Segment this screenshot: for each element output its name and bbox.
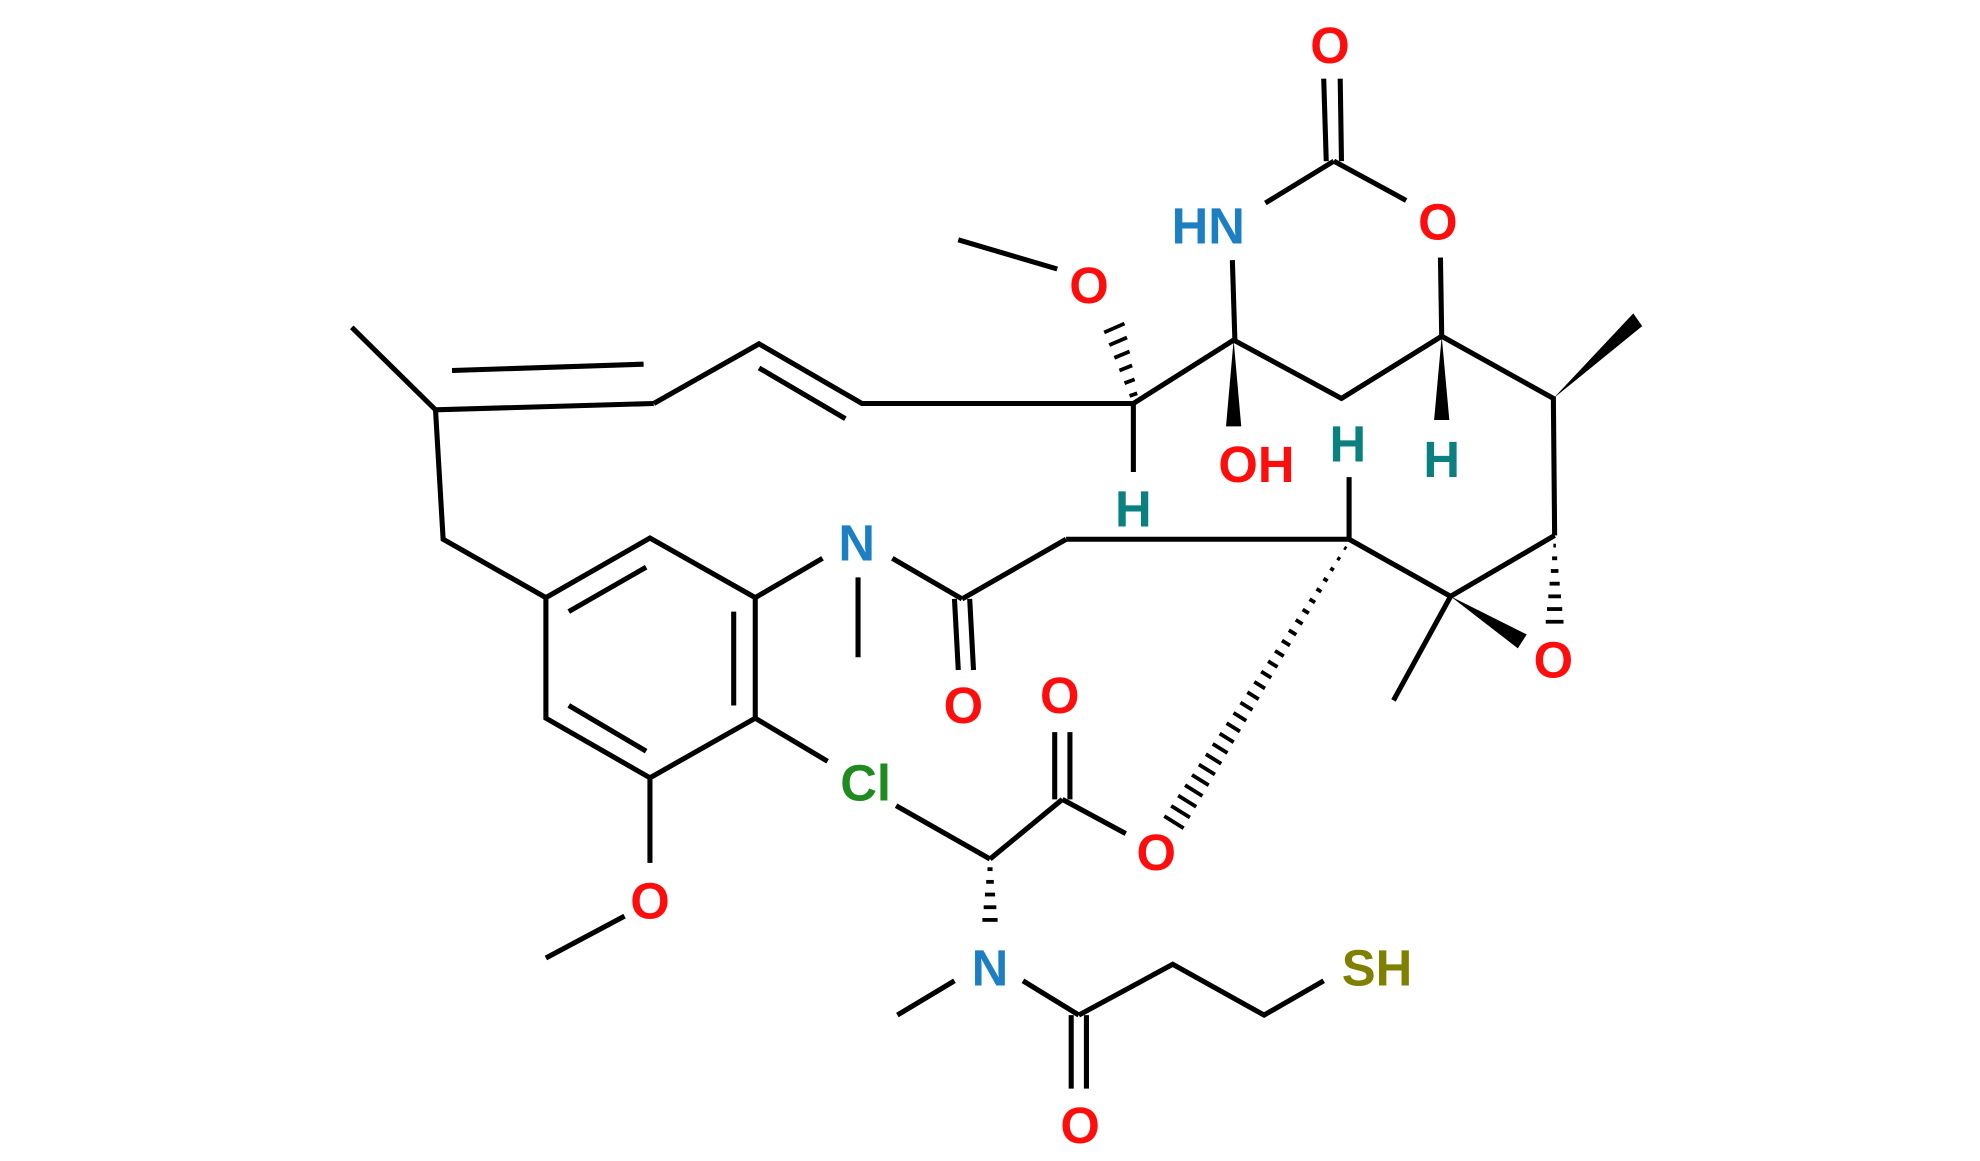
bonds — [349, 78, 1643, 1089]
atom-oxygen: O — [1060, 1097, 1099, 1154]
wedge-bond — [1553, 313, 1643, 399]
atom-chlorine: Cl — [840, 754, 891, 811]
atom-oxygen: O — [1534, 631, 1573, 688]
atom-labels: O HN O O OH H H H N O O O Cl O O N SH O — [630, 17, 1573, 1154]
atom-oxygen: O — [1136, 824, 1175, 881]
atom-hydroxyl: OH — [1218, 436, 1294, 493]
atom-oxygen: O — [1069, 257, 1108, 314]
atom-oxygen: O — [1310, 17, 1349, 74]
hash-bond — [1545, 543, 1564, 624]
wedge-bond — [1450, 596, 1527, 649]
wedge-bond — [1226, 340, 1242, 427]
wedge-bond — [1434, 336, 1450, 420]
hash-bond — [982, 867, 998, 922]
hash-bond — [1163, 545, 1348, 830]
atom-nitrogen: N — [972, 940, 1009, 997]
atom-hydrogen: H — [1115, 480, 1152, 537]
atom-oxygen: O — [630, 872, 669, 929]
atom-oxygen: O — [1418, 194, 1457, 251]
atom-oxygen: O — [944, 677, 983, 734]
atom-thiol: SH — [1342, 940, 1413, 997]
atom-hydrogen: H — [1423, 431, 1460, 488]
atom-nitrogen: HN — [1172, 197, 1245, 254]
hash-bond — [1103, 321, 1138, 398]
atom-oxygen: O — [1040, 667, 1079, 724]
atom-nitrogen: N — [838, 515, 875, 572]
atom-hydrogen: H — [1329, 416, 1366, 473]
